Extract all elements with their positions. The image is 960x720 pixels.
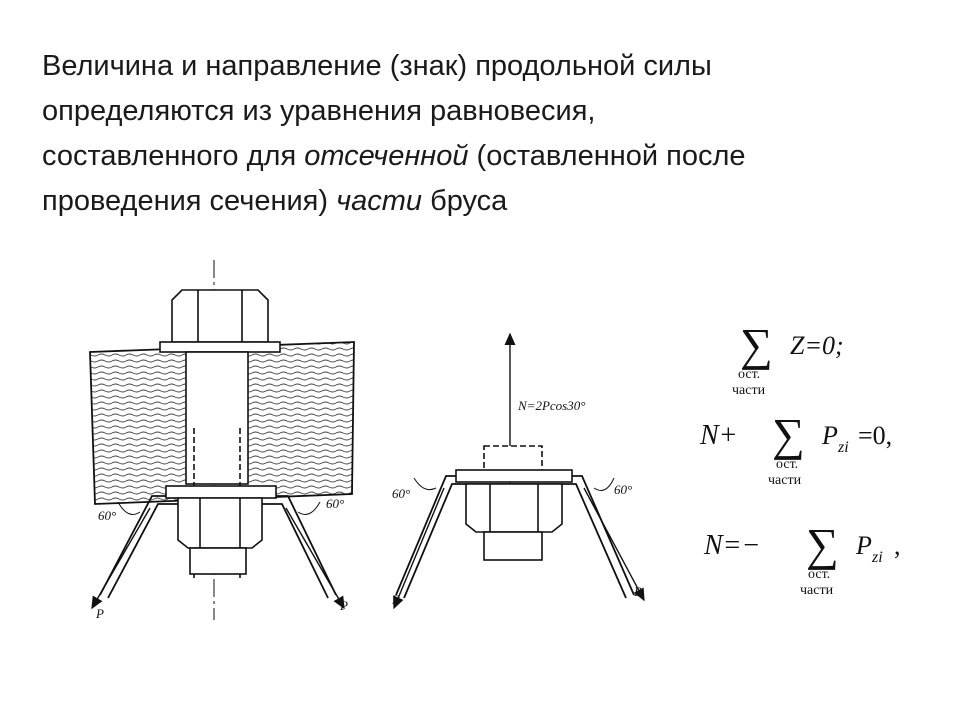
equation-2-tail: =0,: [858, 421, 892, 450]
cut-force-arrow-left: [393, 487, 445, 610]
equation-3-sub-b: части: [800, 583, 834, 598]
force-label-p1: P: [95, 606, 104, 621]
force-arrow-left: [91, 507, 151, 610]
right-assembly: [393, 332, 645, 610]
cut-angle-label-left: 60°: [392, 486, 410, 501]
text-emphasis-part: части: [336, 185, 423, 217]
text-line-3b: (оставленной после: [468, 140, 746, 172]
equation-2-sub-b: части: [768, 473, 802, 488]
equation-1: ∑ Z=0; ост. части: [732, 319, 844, 398]
bolt-diagram: 60° 60° P P N=2Pcos30° 60°: [89, 260, 901, 621]
axial-force-label: N=2Pcos30°: [517, 398, 585, 413]
angle-label-left: 60°: [98, 508, 116, 523]
slide-paragraph: Величина и направление (знак) продольной…: [42, 44, 922, 224]
equation-1-sub-a: ост.: [738, 367, 760, 382]
text-emphasis-cut: отсеченной: [304, 140, 469, 172]
cut-nut: [465, 483, 563, 533]
force-label-p2: P: [339, 598, 348, 613]
bolt-nut: [177, 497, 263, 549]
equation-3-body: P: [855, 531, 872, 560]
bolt-head: [171, 289, 269, 343]
sigma-symbol-3: ∑: [806, 519, 839, 570]
equation-3: N=− ∑ P zi , ост. части: [703, 519, 901, 598]
text-line-3a: составленного для: [42, 140, 305, 172]
angle-arc-left: [117, 501, 141, 515]
head-washer: [159, 341, 281, 353]
sigma-symbol-2: ∑: [772, 409, 805, 460]
left-assembly: [89, 260, 355, 620]
cut-angle-arc-left: [413, 477, 437, 491]
cut-washer: [455, 469, 573, 483]
angle-label-right: 60°: [326, 496, 344, 511]
angle-arc-right: [297, 501, 321, 515]
figure-area: 60° 60° P P N=2Pcos30° 60°: [0, 250, 960, 630]
bolt-end: [189, 547, 247, 575]
text-line-4a: проведения сечения): [42, 185, 337, 217]
cut-force-arrow-right: [583, 487, 645, 602]
equation-2-body: P: [821, 421, 838, 450]
equation-2: N+ ∑ P zi =0, ост. части: [699, 409, 892, 488]
text-line-1: Величина и направление (знак) продольной…: [42, 50, 712, 82]
bolt-shank: [185, 351, 249, 485]
text-line-4b: бруса: [422, 185, 508, 217]
equation-2-lhs: N+: [699, 420, 738, 451]
text-line-2: определяются из уравнения равновесия,: [42, 95, 596, 127]
force-label-p3: P: [391, 592, 400, 607]
equation-2-sub-a: ост.: [776, 457, 798, 472]
cut-angle-label-right: 60°: [614, 482, 632, 497]
equation-1-sub-b: части: [732, 383, 766, 398]
equation-3-index: zi: [871, 549, 883, 566]
equation-2-index: zi: [837, 439, 849, 456]
plate-washer: [165, 485, 277, 499]
force-arrow-right: [285, 507, 345, 610]
cut-angle-arc-right: [593, 477, 615, 491]
equation-3-lhs: N=−: [703, 530, 760, 561]
force-label-p4: P: [633, 584, 642, 599]
cut-bolt-end: [483, 531, 543, 561]
equation-3-tail: ,: [894, 531, 901, 560]
equation-3-sub-a: ост.: [808, 567, 830, 582]
equation-1-body: Z=0;: [790, 331, 844, 360]
sigma-symbol-1: ∑: [740, 319, 773, 370]
